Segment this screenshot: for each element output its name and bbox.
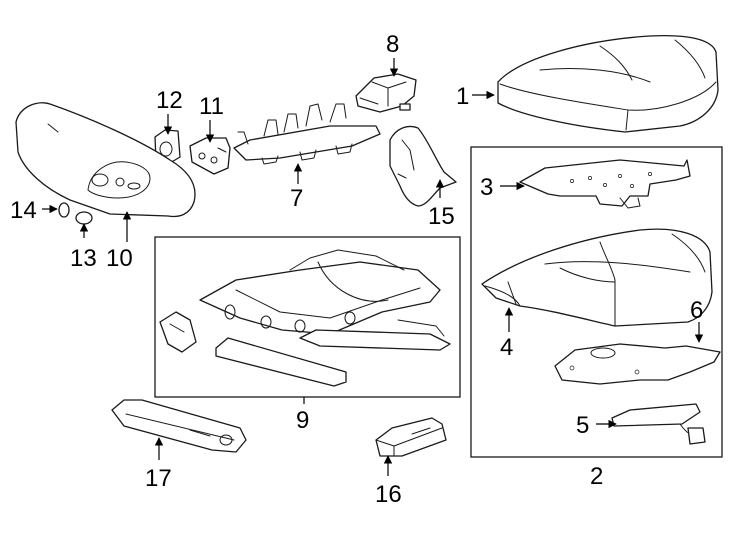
part-2-group-box bbox=[470, 146, 723, 458]
part-14-cap bbox=[58, 202, 70, 218]
callout-7: 7 bbox=[290, 185, 303, 212]
part-4-cushion-pad bbox=[481, 228, 713, 327]
callout-2: 2 bbox=[590, 463, 603, 490]
callout-12: 12 bbox=[156, 87, 183, 114]
callout-9: 9 bbox=[296, 407, 309, 434]
callout-16: 16 bbox=[375, 481, 402, 508]
callout-labels: 1 2 3 4 5 6 7 8 9 10 11 12 13 14 15 16 1… bbox=[10, 31, 703, 508]
callout-1: 1 bbox=[456, 83, 469, 110]
leader-lines bbox=[42, 58, 704, 476]
part-17-side-cover bbox=[111, 399, 247, 453]
callout-10: 10 bbox=[106, 245, 133, 272]
callout-8: 8 bbox=[386, 31, 399, 58]
callout-14: 14 bbox=[10, 197, 37, 224]
part-15-trim-panel bbox=[389, 125, 457, 207]
callout-3: 3 bbox=[480, 174, 493, 201]
callout-6: 6 bbox=[690, 297, 703, 324]
part-5-sensor bbox=[611, 403, 706, 445]
part-7-suspension bbox=[233, 103, 381, 165]
part-8-motor bbox=[355, 73, 417, 113]
callout-17: 17 bbox=[145, 465, 172, 492]
callout-13: 13 bbox=[70, 245, 97, 272]
part-1-cushion-cover bbox=[497, 34, 719, 133]
callout-11: 11 bbox=[199, 93, 224, 120]
part-16-module bbox=[375, 417, 447, 457]
part-13-cap bbox=[75, 211, 93, 225]
callout-5: 5 bbox=[576, 412, 589, 439]
part-6-heater-mat bbox=[554, 343, 721, 385]
part-10-side-shield bbox=[15, 102, 196, 218]
part-11-switch bbox=[189, 137, 231, 175]
part-9-seat-frame bbox=[159, 249, 451, 387]
part-9-group-box bbox=[154, 236, 461, 398]
callout-4: 4 bbox=[500, 334, 513, 361]
part-3-cushion-pan bbox=[519, 159, 691, 209]
callout-15: 15 bbox=[428, 203, 455, 230]
